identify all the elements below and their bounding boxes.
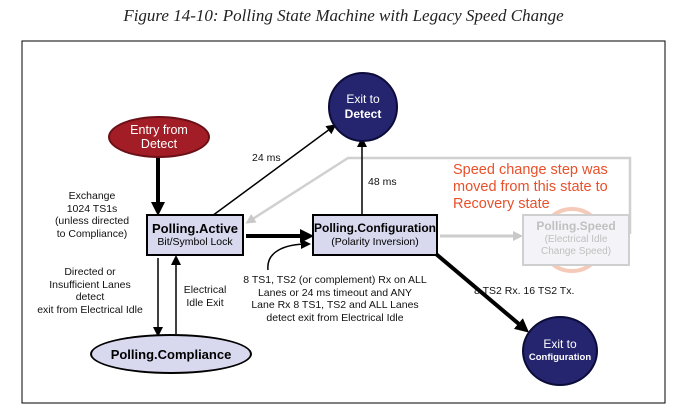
diagram-frame [21, 40, 666, 404]
polling-active-state: Polling.Active Bit/Symbol Lock [146, 214, 244, 256]
exit-configuration-line2: Configuration [528, 352, 592, 363]
entry-from-detect-state: Entry from Detect [108, 116, 210, 158]
entry-line2: Detect [140, 137, 178, 151]
arrow-speed-to-active [245, 156, 632, 234]
exit-configuration-line1: Exit to [543, 337, 577, 351]
polling-configuration-name: Polling.Configuration [314, 221, 436, 235]
exit-to-detect-state: Exit to Detect [328, 72, 398, 142]
speed-change-note: Speed change step was moved from this st… [453, 162, 608, 212]
exit-detect-line1: Exit to [346, 92, 380, 106]
polling-speed-name: Polling.Speed [536, 219, 616, 233]
polling-speed-sub2: Change Speed) [540, 246, 612, 257]
arrow-configuration-to-exit-configuration [434, 252, 530, 333]
polling-configuration-state: Polling.Configuration (Polarity Inversio… [312, 214, 438, 256]
polling-speed-state: Polling.Speed (Electrical Idle Change Sp… [522, 214, 630, 266]
label-ts-condition: 8 TS1, TS2 (or complement) Rx on ALL Lan… [243, 274, 427, 324]
polling-active-name: Polling.Active [152, 221, 238, 236]
label-48ms: 48 ms [368, 176, 397, 188]
arrow-active-to-exit-detect [211, 124, 337, 217]
label-directed: Directed or Insufficient Lanes detect ex… [37, 266, 143, 316]
exit-to-configuration-state: Exit to Configuration [522, 316, 598, 386]
entry-line1: Entry from [130, 123, 188, 137]
figure-title: Figure 14-10: Polling State Machine with… [123, 6, 564, 25]
exit-detect-line2: Detect [344, 107, 382, 121]
polling-compliance-state: Polling.Compliance [90, 334, 252, 374]
polling-speed-sub1: (Electrical Idle [544, 234, 608, 245]
label-exchange: Exchange 1024 TS1s (unless directed to C… [54, 190, 130, 240]
polling-compliance-name: Polling.Compliance [110, 346, 232, 362]
label-electrical-idle-exit: Electrical Idle Exit [183, 284, 227, 309]
polling-configuration-sub: (Polarity Inversion) [331, 236, 419, 248]
label-24ms: 24 ms [252, 152, 281, 164]
label-ts2-rx: 8 TS2 Rx. 16 TS2 Tx. [474, 285, 575, 297]
polling-active-sub: Bit/Symbol Lock [157, 236, 233, 248]
arrow-ts-condition-curve [267, 239, 311, 271]
